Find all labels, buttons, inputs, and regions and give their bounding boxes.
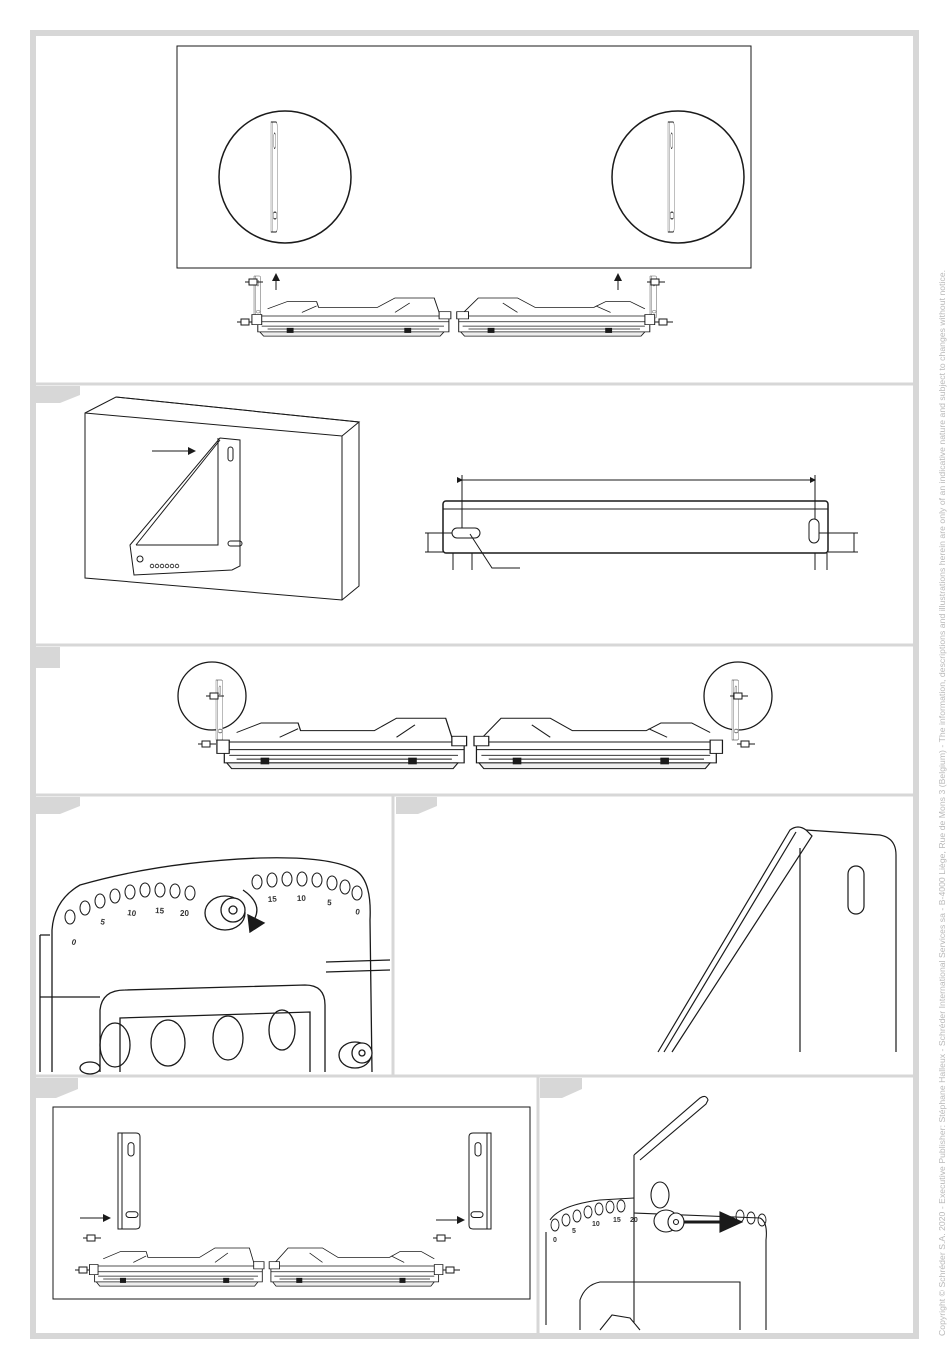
scale-label: 20 [180,909,189,918]
copyright-notice: Copyright © Schréder S.A. 2020 - Executi… [937,269,947,1336]
screw-icon [204,895,246,931]
scale-label: 20 [630,1217,638,1224]
scale-label: 5 [572,1228,576,1235]
wall-bracket-icon [129,437,243,576]
slot [847,865,865,915]
scale-label: 15 [268,894,278,904]
panel-4-tilt-detail [39,857,391,1075]
luminaire [251,297,656,337]
step-tab [36,1078,78,1098]
panel-5-bracket-closeup [657,826,897,1053]
panel-2-bracket-mounting [84,396,858,601]
panel-7-locking [545,1095,767,1331]
scale-label: 0 [553,1237,557,1244]
scale-label: 0 [70,937,78,947]
scale-label: 10 [592,1221,600,1228]
scale-label: 10 [127,908,138,918]
magnifier-circle-icon [611,110,745,244]
panel-6-hanging [52,1106,531,1300]
panel-1-overview [176,45,752,337]
step-tab [36,647,60,668]
detail-scale-labels: 0 5 10 15 20 [553,1217,638,1244]
scale-label: 0 [355,907,361,917]
step-tab [396,797,437,814]
magnifier-circle-icon [218,110,352,244]
scale-label: 10 [297,894,307,903]
sheet-frame [30,30,919,1339]
step-tab [540,1078,582,1098]
tilt-scale-labels: 0 5 10 15 20 15 10 5 0 [70,894,361,948]
step-tabs [36,386,582,1098]
step-tab [36,797,80,814]
screw-icon [646,278,666,286]
screw-icon [338,1041,373,1069]
panel-3-fixing [177,661,773,770]
scale-label: 5 [327,898,333,907]
rotation-arrow-icon [242,889,258,919]
screw-icon [653,1209,685,1233]
scale-label: 15 [155,906,165,916]
scale-label: 5 [100,917,107,927]
step-tab [36,386,80,403]
scale-label: 15 [613,1217,621,1224]
luminaire [216,717,724,770]
